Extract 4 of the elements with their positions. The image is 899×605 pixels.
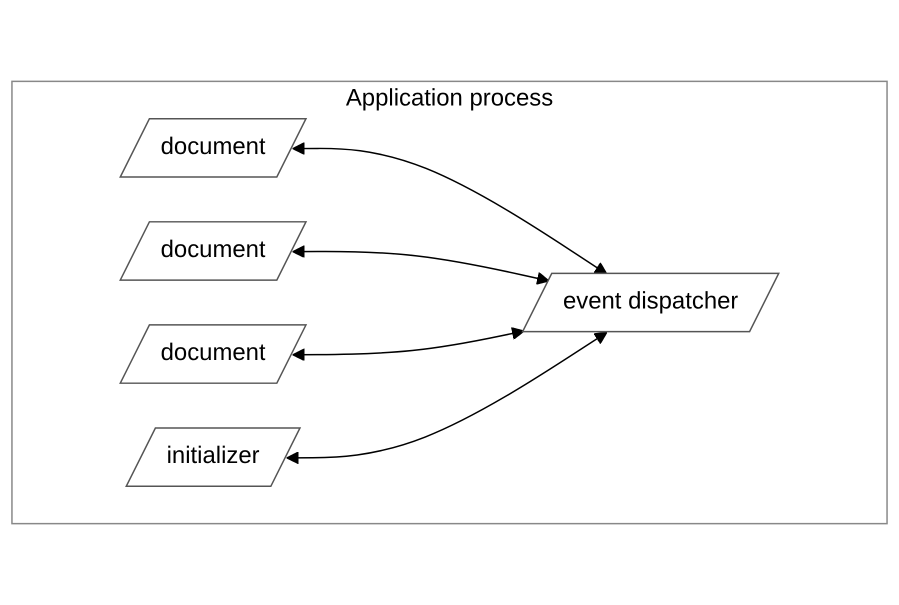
- arrow: [292, 245, 550, 285]
- arrow: [292, 142, 608, 275]
- arrow: [286, 332, 608, 464]
- arrow: [292, 327, 525, 362]
